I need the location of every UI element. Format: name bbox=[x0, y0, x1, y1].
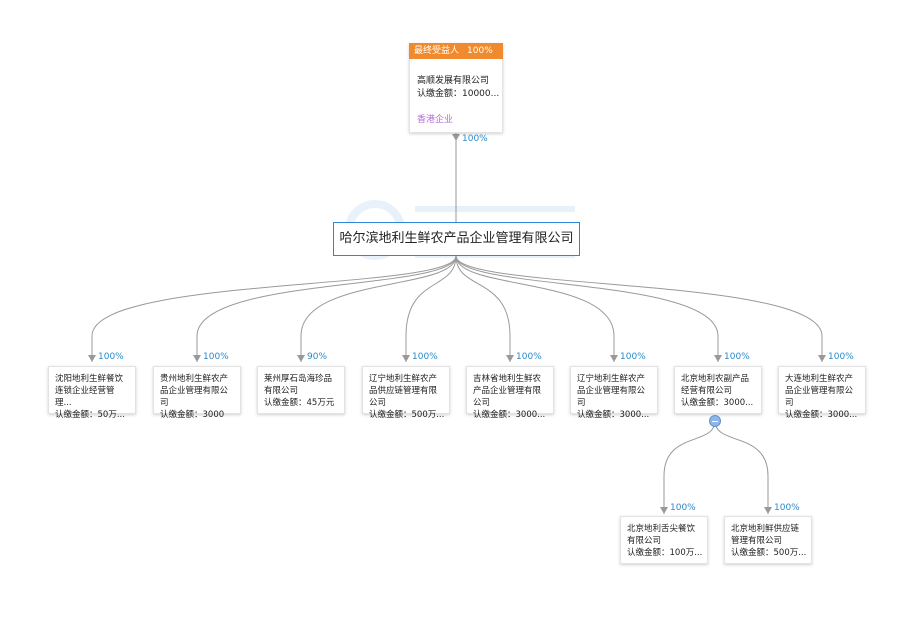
shareholder-edge-percent: 100% bbox=[462, 134, 488, 144]
ultimate-beneficiary-tag: 最终受益人 100% bbox=[409, 43, 503, 59]
connector-line bbox=[663, 420, 716, 514]
subsidiary-name: 贵州地利生鲜农产品企业管理有限公司 bbox=[160, 374, 229, 408]
edge-percent-label: 100% bbox=[620, 352, 646, 362]
arrow-down-icon bbox=[506, 355, 514, 362]
arrow-down-icon bbox=[88, 355, 96, 362]
edge-percent-label: 100% bbox=[670, 503, 696, 513]
shareholder-badge: 香港企业 bbox=[417, 115, 454, 125]
connector-line bbox=[455, 255, 511, 362]
subsidiary-card[interactable]: 贵州地利生鲜农产品企业管理有限公司认缴金额：3000 bbox=[153, 366, 241, 420]
connector-line bbox=[405, 255, 457, 362]
subsidiary-card[interactable]: 辽宁地利生鲜农产品企业管理有限公司认缴金额：3000... bbox=[570, 366, 658, 420]
tag-percent: 100% bbox=[467, 46, 493, 56]
subsidiary-name: 辽宁地利生鲜农产品供应链管理有限公司 bbox=[369, 374, 438, 408]
edge-percent-label: 100% bbox=[828, 352, 854, 362]
arrow-down-icon bbox=[660, 507, 668, 514]
arrow-down-icon bbox=[402, 355, 410, 362]
subsidiary-amount: 认缴金额：500万... bbox=[369, 410, 445, 420]
connector-line bbox=[300, 255, 457, 362]
shareholder-card[interactable]: 最终受益人 100% 高顺发展有限公司 认缴金额：10000... 香港企业 bbox=[409, 43, 503, 133]
connector-line bbox=[455, 255, 615, 362]
arrow-down-icon bbox=[764, 507, 772, 514]
subsidiary-amount: 认缴金额：3000... bbox=[473, 410, 546, 420]
edge-percent-label: 100% bbox=[203, 352, 229, 362]
subsidiary-card[interactable]: 大连地利生鲜农产品企业管理有限公司认缴金额：3000... bbox=[778, 366, 866, 420]
subsidiary-amount: 认缴金额：3000... bbox=[785, 410, 858, 420]
subsidiary-name: 辽宁地利生鲜农产品企业管理有限公司 bbox=[577, 374, 646, 408]
shareholder-amount: 认缴金额：10000... bbox=[417, 89, 500, 99]
collapse-toggle-icon[interactable] bbox=[709, 415, 721, 427]
center-company-node[interactable]: 哈尔滨地利生鲜农产品企业管理有限公司 bbox=[333, 222, 580, 256]
connector-line bbox=[196, 255, 457, 362]
tag-label: 最终受益人 bbox=[414, 46, 460, 56]
subsidiary-name: 北京地利舌尖餐饮有限公司 bbox=[627, 524, 696, 546]
subsidiary-card[interactable]: 辽宁地利生鲜农产品供应链管理有限公司认缴金额：500万... bbox=[362, 366, 450, 420]
subsidiary-name: 沈阳地利生鲜餐饮连锁企业经营管理... bbox=[55, 374, 124, 408]
subsidiary-card[interactable]: 北京地利舌尖餐饮有限公司认缴金额：100万... bbox=[620, 516, 708, 564]
arrow-down-icon bbox=[714, 355, 722, 362]
subsidiary-card[interactable]: 北京地利鲜供应链管理有限公司认缴金额：500万... bbox=[724, 516, 812, 564]
subsidiary-amount: 认缴金额：45万元 bbox=[264, 398, 335, 408]
arrow-down-icon bbox=[297, 355, 305, 362]
connector-line bbox=[455, 255, 719, 362]
edge-percent-label: 100% bbox=[774, 503, 800, 513]
subsidiary-amount: 认缴金额：3000 bbox=[160, 410, 225, 420]
edge-percent-label: 90% bbox=[307, 352, 328, 362]
subsidiary-amount: 认缴金额：100万... bbox=[627, 548, 703, 558]
subsidiary-card[interactable]: 北京地利农副产品经营有限公司认缴金额：3000... bbox=[674, 366, 762, 414]
subsidiary-name: 北京地利鲜供应链管理有限公司 bbox=[731, 524, 800, 546]
subsidiary-amount: 认缴金额：50万... bbox=[55, 410, 125, 420]
subsidiary-amount: 认缴金额：500万... bbox=[731, 548, 807, 558]
subsidiary-name: 大连地利生鲜农产品企业管理有限公司 bbox=[785, 374, 854, 408]
subsidiary-card[interactable]: 沈阳地利生鲜餐饮连锁企业经营管理... 认缴金额：50万... bbox=[48, 366, 136, 420]
connector-line bbox=[714, 420, 769, 514]
connector-line bbox=[455, 255, 823, 362]
edge-percent-label: 100% bbox=[724, 352, 750, 362]
edge-percent-label: 100% bbox=[412, 352, 438, 362]
connector-line bbox=[91, 255, 457, 362]
subsidiary-amount: 认缴金额：3000... bbox=[681, 398, 754, 408]
subsidiary-card[interactable]: 莱州厚石岛海珍品有限公司认缴金额：45万元 bbox=[257, 366, 345, 414]
subsidiary-name: 吉林省地利生鲜农产品企业管理有限公司 bbox=[473, 374, 542, 408]
subsidiary-amount: 认缴金额：3000... bbox=[577, 410, 650, 420]
arrow-down-icon bbox=[610, 355, 618, 362]
arrow-down-icon bbox=[452, 134, 460, 141]
subsidiary-card[interactable]: 吉林省地利生鲜农产品企业管理有限公司认缴金额：3000... bbox=[466, 366, 554, 420]
subsidiary-name: 莱州厚石岛海珍品有限公司 bbox=[264, 374, 333, 396]
edge-percent-label: 100% bbox=[98, 352, 124, 362]
arrow-down-icon bbox=[818, 355, 826, 362]
shareholder-name: 高顺发展有限公司 bbox=[417, 76, 490, 86]
arrow-down-icon bbox=[193, 355, 201, 362]
subsidiary-name: 北京地利农副产品经营有限公司 bbox=[681, 374, 750, 396]
edge-percent-label: 100% bbox=[516, 352, 542, 362]
